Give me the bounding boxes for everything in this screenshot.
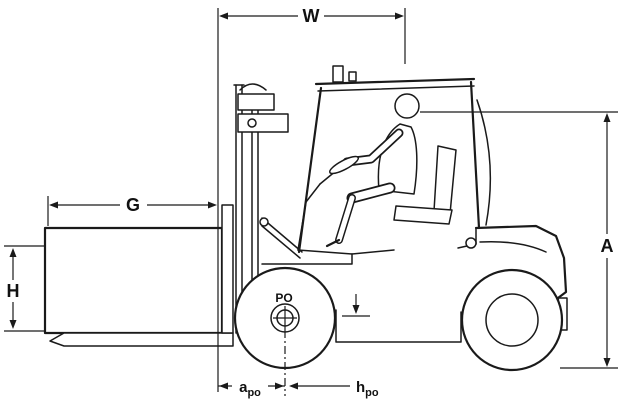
seat-back bbox=[433, 145, 457, 215]
chassis-bottom bbox=[335, 309, 462, 343]
arrow-left bbox=[219, 382, 228, 390]
carriage-bracket bbox=[237, 93, 275, 111]
arrow-up bbox=[603, 113, 611, 122]
arrow-right bbox=[275, 382, 284, 390]
tow-pin-notch bbox=[557, 297, 568, 331]
arrow-right bbox=[395, 12, 404, 20]
operator-foot bbox=[325, 238, 341, 248]
steering-wheel bbox=[328, 155, 360, 175]
dimension-w: W bbox=[217, 6, 406, 392]
arrow-right bbox=[208, 201, 217, 209]
fork-blade bbox=[49, 332, 234, 347]
seat-cushion bbox=[393, 205, 453, 225]
rear-wheel bbox=[460, 268, 564, 372]
rear-post bbox=[469, 80, 481, 230]
operator-and-seat bbox=[325, 93, 457, 248]
load-box bbox=[43, 226, 224, 335]
floor-plate bbox=[297, 249, 353, 255]
rear-rim bbox=[485, 293, 539, 347]
h-label: H bbox=[7, 281, 20, 301]
arrow-left bbox=[219, 12, 228, 20]
tilt-cylinder bbox=[261, 217, 303, 253]
arrow-down bbox=[9, 320, 17, 329]
mast bbox=[233, 83, 303, 334]
hydraulic-hose bbox=[239, 83, 267, 91]
operator-head bbox=[394, 93, 420, 119]
dimension-h-po: hpo bbox=[289, 294, 379, 399]
po-label: PO bbox=[275, 291, 292, 305]
hose-pulley bbox=[247, 118, 257, 128]
load-and-forks bbox=[43, 204, 234, 347]
arrow-down bbox=[352, 305, 360, 314]
rear-cab-panel bbox=[476, 99, 492, 226]
arrow-left bbox=[289, 382, 298, 390]
h-po-label: hpo bbox=[356, 379, 379, 399]
fork-shank bbox=[221, 204, 234, 334]
dimension-h: H bbox=[4, 245, 44, 332]
arrow-down bbox=[603, 358, 611, 367]
arrow-left bbox=[49, 201, 58, 209]
w-label: W bbox=[303, 6, 320, 26]
exhaust-stack bbox=[332, 65, 344, 83]
a-po-label: apo bbox=[239, 379, 261, 399]
roof-bar-top bbox=[314, 77, 476, 86]
dimension-g: G bbox=[47, 195, 217, 226]
beacon bbox=[348, 71, 357, 82]
hood-line bbox=[351, 249, 395, 255]
roof-bar-bottom bbox=[317, 85, 475, 92]
front-post bbox=[297, 86, 323, 254]
overhead-guard bbox=[297, 65, 492, 254]
dimension-a: A bbox=[420, 111, 618, 369]
arrow-up bbox=[9, 248, 17, 257]
front-wheel: PO bbox=[233, 266, 337, 370]
dimension-a-po: apo bbox=[218, 330, 286, 399]
g-label: G bbox=[126, 195, 140, 215]
a-label: A bbox=[601, 236, 614, 256]
